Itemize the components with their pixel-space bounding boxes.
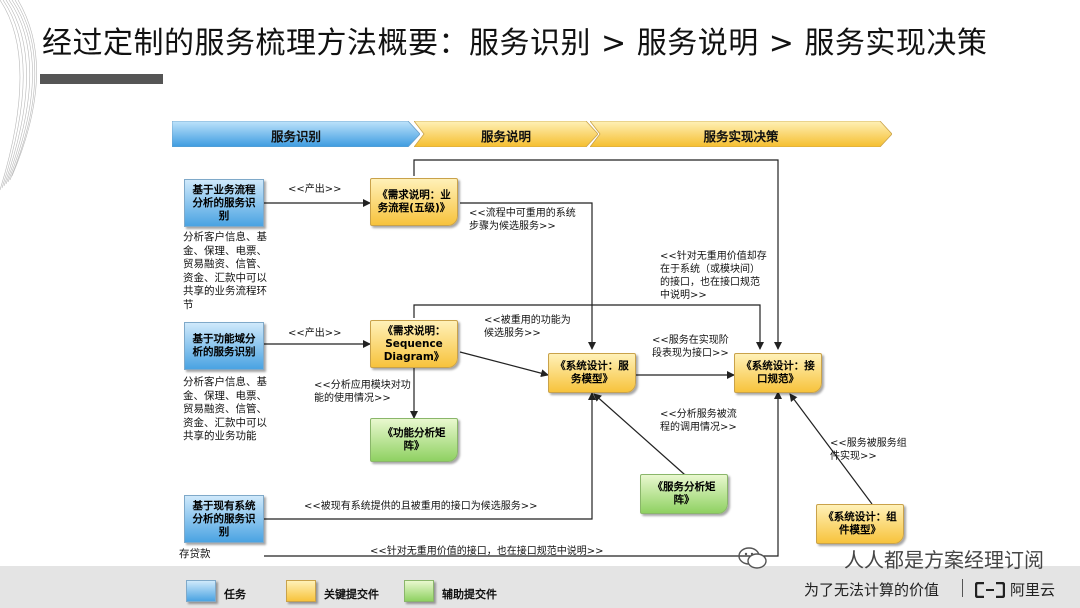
arrow-y2-to-y4 <box>413 304 764 350</box>
connector-label: <<服务被服务组件实现>> <box>830 438 907 462</box>
deliverable-label: 《系统设计：组件模型》 <box>823 511 897 536</box>
task-functional-domain-analysis[interactable]: 基于功能域分析的服务识别 <box>184 322 264 370</box>
wechat-icon <box>738 547 767 569</box>
title-underline <box>40 74 163 84</box>
task-label: 基于现有系统分析的服务识别 <box>192 499 256 538</box>
phase-service-specification: 服务说明 <box>414 121 598 147</box>
aux-label: 《功能分析矩阵》 <box>382 427 446 452</box>
arrow-b3-to-y3 <box>264 392 596 520</box>
aux-function-analysis-matrix[interactable]: 《功能分析矩阵》 <box>370 418 458 462</box>
arrow-y1-to-y3 <box>460 202 596 350</box>
task-description: 分析客户信息、基金、保理、电票、贸易融资、信管、资金、汇款中可以共享的业务功能 <box>183 376 267 442</box>
task-label: 基于业务流程分析的服务识别 <box>192 183 256 222</box>
task-existing-system-analysis[interactable]: 基于现有系统分析的服务识别 <box>184 495 264 543</box>
deliverable-sequence-diagram-spec[interactable]: 《需求说明：Sequence Diagram》 <box>370 320 458 368</box>
footer-brand: 阿里云 <box>1010 581 1056 599</box>
deliverable-business-process-spec[interactable]: 《需求说明：业务流程(五级)》 <box>370 178 458 226</box>
arrow-y5-to-y4 <box>789 393 873 505</box>
deliverable-label: 《需求说明：业务流程(五级)》 <box>377 189 451 214</box>
connector-label: <<针对无重用价值却存在于系统（或模块间）的接口，也在接口规范中说明>> <box>660 251 767 301</box>
deliverable-interface-spec[interactable]: 《系统设计：接口规范》 <box>734 353 822 393</box>
connector-label: <<被重用的功能为候选服务>> <box>484 315 571 339</box>
phase-label: 服务实现决策 <box>703 129 779 144</box>
connector-label: <<产出>> <box>288 328 342 339</box>
connector-label: <<流程中可重用的系统步骤为候选服务>> <box>469 208 576 232</box>
aux-label: 《服务分析矩阵》 <box>652 481 716 506</box>
task-description: 存贷款 <box>179 548 211 560</box>
phase-service-realization: 服务实现决策 <box>590 121 892 147</box>
connector-label: <<产出>> <box>288 184 342 195</box>
arrow-y2-to-y3 <box>459 351 549 378</box>
aux-service-analysis-matrix[interactable]: 《服务分析矩阵》 <box>640 474 728 514</box>
connector-label: <<针对无重用价值的接口，也在接口规范中说明>> <box>370 546 604 557</box>
connector-label: <<分析服务被流程的调用情况>> <box>660 409 737 433</box>
deliverable-label: 《系统设计：接口规范》 <box>741 360 815 385</box>
deliverable-label: 《系统设计：服务模型》 <box>555 360 629 385</box>
arrow-y3-g2 <box>593 393 692 482</box>
deliverable-component-model[interactable]: 《系统设计：组件模型》 <box>816 504 904 544</box>
connector-label: <<服务在实现阶段表现为接口>> <box>652 335 729 359</box>
task-business-process-analysis[interactable]: 基于业务流程分析的服务识别 <box>184 179 264 227</box>
footer-slogan: 为了无法计算的价值 <box>804 581 940 599</box>
phase-label: 服务说明 <box>480 129 531 144</box>
deliverable-service-model[interactable]: 《系统设计：服务模型》 <box>548 353 636 393</box>
legend-swatch-key <box>286 580 316 602</box>
phase-label: 服务识别 <box>270 129 321 144</box>
task-label: 基于功能域分析的服务识别 <box>192 333 256 358</box>
connector-label: <<分析应用模块对功能的使用情况>> <box>314 380 411 404</box>
deliverable-label: 《需求说明：Sequence Diagram》 <box>382 324 446 363</box>
connector-label: <<被现有系统提供的且被重用的接口为候选服务>> <box>304 501 538 512</box>
legend-label-task: 任务 <box>224 588 246 601</box>
legend-swatch-task <box>186 580 216 602</box>
watermark-text: 人人都是方案经理订阅 <box>844 548 1044 572</box>
footer-separator <box>962 579 963 597</box>
legend-label-key: 关键提交件 <box>324 588 379 601</box>
legend-label-aux: 辅助提交件 <box>442 588 497 601</box>
arrow-y1-to-y4 <box>413 159 782 350</box>
legend-swatch-aux <box>404 580 434 602</box>
page-title: 经过定制的服务梳理方法概要：服务识别 > 服务说明 > 服务实现决策 <box>42 26 988 61</box>
alibaba-cloud-logo-icon <box>975 582 1005 598</box>
task-description: 分析客户信息、基金、保理、电票、贸易融资、信管、资金、汇款中可以共享的业务流程环… <box>183 231 267 311</box>
footer-band <box>0 566 1080 608</box>
decorative-swoosh <box>0 0 37 191</box>
arrow-bottom-to-y4 <box>264 391 782 557</box>
phase-service-identification: 服务识别 <box>172 121 420 147</box>
